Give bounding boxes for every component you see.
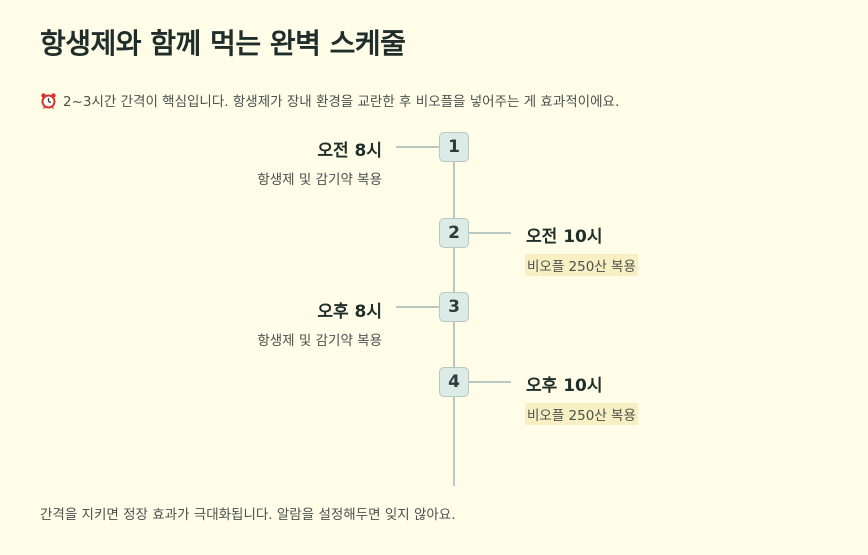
timeline-time: 오전 10시 bbox=[526, 227, 603, 247]
timeline-connector bbox=[469, 232, 511, 234]
page-title: 항생제와 함께 먹는 완벽 스케줄 bbox=[40, 27, 406, 60]
timeline-time: 오후 8시 bbox=[317, 302, 382, 322]
intro-text: 2~3시간 간격이 핵심입니다. 항생제가 장내 환경을 교란한 후 비오플을 … bbox=[63, 94, 620, 110]
timeline-step-badge: 2 bbox=[439, 218, 469, 248]
timeline-step-badge: 4 bbox=[439, 367, 469, 397]
timeline-time: 오전 8시 bbox=[317, 141, 382, 161]
timeline-step-badge: 3 bbox=[439, 292, 469, 322]
timeline-desc: 항생제 및 감기약 복용 bbox=[257, 333, 382, 349]
timeline-step-badge: 1 bbox=[439, 132, 469, 162]
alarm-clock-icon bbox=[40, 92, 57, 109]
timeline-desc: 항생제 및 감기약 복용 bbox=[257, 172, 382, 188]
timeline-desc-highlight: 비오플 250산 복용 bbox=[525, 254, 638, 276]
timeline-time: 오후 10시 bbox=[526, 376, 603, 396]
timeline-connector bbox=[396, 146, 440, 148]
footer-note: 간격을 지키면 정장 효과가 극대화됩니다. 알람을 설정해두면 잊지 않아요. bbox=[40, 507, 456, 523]
timeline-connector bbox=[469, 381, 511, 383]
timeline-desc-highlight: 비오플 250산 복용 bbox=[525, 403, 638, 425]
intro-note: 2~3시간 간격이 핵심입니다. 항생제가 장내 환경을 교란한 후 비오플을 … bbox=[40, 90, 619, 110]
timeline-connector bbox=[396, 306, 440, 308]
